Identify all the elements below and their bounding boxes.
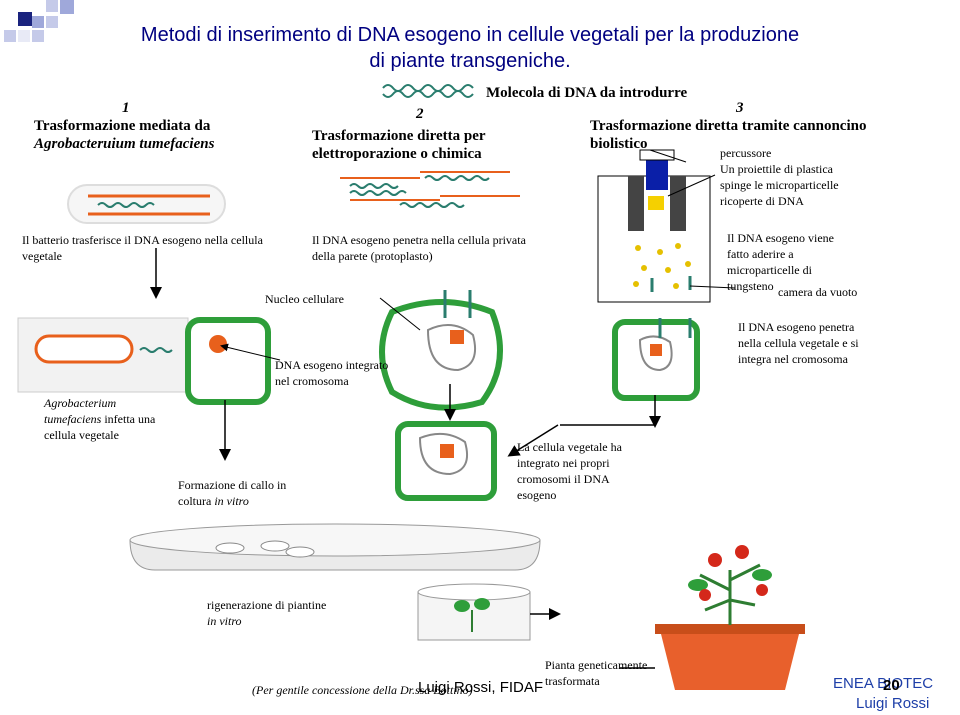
dna-fragments-icon bbox=[340, 171, 520, 208]
biolistic-line-3: ricoperte di DNA bbox=[720, 194, 804, 208]
tungsten-line-4: tungsteno bbox=[727, 279, 774, 293]
method-3-title: Trasformazione diretta tramite cannoncin… bbox=[590, 118, 867, 134]
dna-strand-icon bbox=[382, 84, 474, 98]
cell-integrated-line-4: esogeno bbox=[517, 488, 557, 502]
plant-label-line-1: Pianta geneticamente bbox=[545, 658, 648, 672]
regen-line-2: in vitro bbox=[207, 614, 242, 628]
brand-line-1: ENEA BIOTEC bbox=[833, 675, 934, 692]
integrates-line-1: Il DNA esogeno penetra bbox=[738, 320, 855, 334]
method-3-number: 3 bbox=[736, 100, 744, 116]
integrates-line-2: nella cellula vegetale e si bbox=[738, 336, 859, 350]
integrated-dna-line-1: DNA esogeno integrato bbox=[275, 358, 389, 372]
molecule-label: Molecola di DNA da introdurre bbox=[486, 85, 688, 101]
tungsten-line-3: microparticelle di bbox=[727, 263, 812, 277]
brand-line-2: Luigi Rossi bbox=[856, 695, 930, 712]
page-title: Metodi di inserimento di DNA esogeno in … bbox=[90, 22, 850, 74]
method-3-subtitle: biolistico bbox=[590, 136, 648, 152]
integrated-dna-line-2: nel cromosoma bbox=[275, 374, 349, 388]
agro-line-2-rest: infetta una bbox=[101, 412, 156, 426]
method-1-number: 1 bbox=[122, 100, 130, 116]
method-1-title: Trasformazione mediata da bbox=[34, 118, 211, 134]
cell-integrated-line-2: integrato nei propri bbox=[517, 456, 610, 470]
protoplast-text-line-1: Il DNA esogeno penetra nella cellula pri… bbox=[312, 233, 526, 247]
credit-text: (Per gentile concessione della Dr.ssa Bo… bbox=[252, 683, 473, 697]
vacuum-chamber-label: camera da vuoto bbox=[778, 285, 858, 299]
nucleus-label: Nucleo cellulare bbox=[265, 292, 344, 306]
bacterium-text-line-2: vegetale bbox=[22, 249, 62, 263]
cell-integrated-line-1: La cellula vegetale ha bbox=[517, 440, 622, 454]
biolistic-line-1: Un proiettile di plastica bbox=[720, 162, 833, 176]
gene-gun-icon bbox=[597, 149, 736, 303]
title-line-1: Metodi di inserimento di DNA esogeno in … bbox=[140, 24, 800, 46]
agro-line-2-italic: tumefaciens bbox=[44, 412, 102, 426]
seedling-jar-icon bbox=[417, 583, 561, 641]
regen-line-1: rigenerazione di piantine bbox=[207, 598, 327, 612]
percussore-label: percussore bbox=[720, 146, 772, 160]
tungsten-line-2: fatto aderire a bbox=[727, 247, 794, 261]
title-line-2: di piante transgeniche. bbox=[369, 50, 571, 72]
protoplast-text-line-2: della parete (protoplasto) bbox=[312, 249, 433, 263]
petri-dish-icon bbox=[129, 523, 541, 571]
biolistic-cell-icon bbox=[612, 318, 700, 401]
method-2-title: Trasformazione diretta per bbox=[312, 128, 486, 144]
footer-author: Luigi Rossi, FIDAF bbox=[418, 679, 544, 696]
agro-line-2: tumefaciens infetta una bbox=[44, 412, 155, 427]
callus-line-1: Formazione di callo in bbox=[178, 478, 287, 492]
callus-line-2-b: in vitro bbox=[214, 494, 249, 508]
bacterium-text-line-1: Il batterio trasferisce il DNA esogeno n… bbox=[22, 233, 263, 247]
integrates-line-3: integra nel cromosoma bbox=[738, 352, 848, 366]
callus-line-2-a: coltura bbox=[178, 494, 215, 508]
page-number: 20 bbox=[883, 677, 900, 694]
method-2-subtitle: elettroporazione o chimica bbox=[312, 146, 482, 162]
infected-cell-icon bbox=[17, 317, 281, 405]
agro-line-3: cellula vegetale bbox=[44, 428, 119, 442]
method-1-subtitle: Agrobacteruium tumefaciens bbox=[34, 136, 215, 152]
transformed-cell-icon bbox=[395, 421, 497, 501]
bacterium-icon bbox=[67, 184, 226, 224]
tungsten-line-1: Il DNA esogeno viene bbox=[727, 231, 834, 245]
potted-plant-icon bbox=[620, 545, 805, 690]
biolistic-line-2: spinge le microparticelle bbox=[720, 178, 839, 192]
method-2-number: 2 bbox=[416, 106, 424, 122]
plant-label-line-2: trasformata bbox=[545, 674, 600, 688]
cell-integrated-line-3: cromosomi il DNA bbox=[517, 472, 610, 486]
callus-line-2: coltura in vitro bbox=[178, 494, 249, 509]
agro-line-1: Agrobacterium bbox=[44, 396, 117, 410]
protoplast-cell-icon bbox=[379, 290, 503, 411]
